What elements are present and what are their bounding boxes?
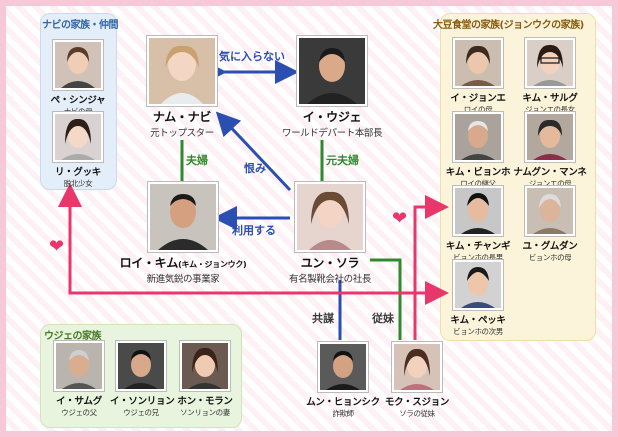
portrait-manne [525,112,575,162]
person-role: ビョンホの次男 [453,327,503,336]
relation-couple-label: 夫婦 [186,154,208,167]
portrait-shinja [53,40,103,90]
person-alias: (キム・ジョンウク) [178,260,247,269]
portrait-salgu [525,38,575,88]
person-role: 新進気鋭の事業家 [146,274,220,285]
portrait-changi [453,186,503,236]
person-sonryon[interactable]: イ・ソンリョン ウジェの兄 [110,341,175,418]
person-moran[interactable]: ホン・モラン ソンリョンの妻 [172,341,238,418]
person-role: ソンリョンの妻 [180,408,230,417]
relation-grudge-label: 恨み [244,162,266,175]
person-name: モク・スジョン [384,397,450,408]
person-name: イ・サムグ [56,396,102,407]
portrait-jonae [453,38,503,88]
portrait-sonryon [116,341,166,391]
person-salgu[interactable]: キム・サルグ ジョンエの長女 [515,38,585,115]
heart-icon: ❤ [392,208,408,229]
person-name: リ・グッキ [54,167,101,178]
person-role: ウジェの父 [61,408,97,417]
person-samgu[interactable]: イ・サムグ ウジェの父 [48,341,110,418]
portrait-pekki [453,260,503,310]
person-name: ユン・ソラ [300,256,360,270]
relation-dislike-label: 気に入らない [219,50,285,63]
romance-line-sujon-changi [413,195,449,340]
person-role: 脱北少女 [63,179,93,188]
person-name: イ・ウジェ [302,110,362,124]
person-nami[interactable]: ナム・ナビ 元トップスター [136,36,228,139]
person-name: キム・ビョンホ [445,167,511,178]
cousin-line [370,258,402,340]
person-role: ウジェの兄 [123,408,159,417]
person-shinja[interactable]: ペ・シンジャ ナビの母 [47,40,109,117]
portrait-nami [147,36,217,106]
person-name: イ・ジョンエ [450,93,506,104]
portrait-hyonsik [318,342,368,392]
portrait-ujie [297,36,367,106]
person-name: キム・ペッキ [450,315,506,326]
person-name: ホン・モラン [177,396,233,407]
person-role: ロイの母 [463,105,493,114]
person-manne[interactable]: ナムグン・マンネ ジョンエの母 [510,112,590,189]
ujie-group-title: ウジェの家族 [44,331,102,342]
person-gumdan[interactable]: ユ・グムダン ビョンホの母 [515,186,585,263]
person-role: ビョンホの母 [528,253,572,262]
person-name: イ・ソンリョン [110,396,175,407]
person-roi[interactable]: ロイ・キム(キム・ジョンウク) 新進気鋭の事業家 [118,182,248,285]
portrait-sujon [392,342,442,392]
portrait-samgu [54,341,104,391]
person-gukki[interactable]: リ・グッキ 脱北少女 [47,112,109,189]
person-name: キム・サルグ [522,93,578,104]
person-byonho[interactable]: キム・ビョンホ ロイの継父 [442,112,514,189]
relation-ex-couple-label: 元夫婦 [326,154,359,167]
person-role: ロイの継父 [460,179,496,188]
person-role: 有名製靴会社の社長 [289,274,371,285]
person-name: ロイ・キム(キム・ジョンウク) [119,256,247,270]
portrait-byonho [453,112,503,162]
person-ujie[interactable]: イ・ウジェ ワールドデパート本部長 [282,36,383,139]
portrait-gumdan [525,186,575,236]
person-changi[interactable]: キム・チャンギ ビョンホの長男 [442,186,514,263]
person-name: キム・チャンギ [445,241,511,252]
person-yun[interactable]: ユン・ソラ 有名製靴会社の社長 [278,182,382,285]
relation-conspiracy-label: 共謀 [312,312,334,325]
person-pekki[interactable]: キム・ペッキ ビョンホの次男 [442,260,514,337]
portrait-roi [148,182,218,252]
person-name: ムン・ヒョンシク [306,397,380,408]
relation-cousin-label: 従妹 [372,312,394,325]
grudge-arrow [215,111,292,192]
person-name: ナム・ナビ [152,110,212,124]
person-sujon[interactable]: モク・スジョン ソラの従妹 [380,342,454,419]
portrait-gukki [53,112,103,162]
person-jonae[interactable]: イ・ジョンエ ロイの母 [442,38,514,115]
person-role: 詐欺師 [332,409,354,418]
portrait-yun [295,182,365,252]
navi-group-title: ナビの家族・仲間 [42,20,119,31]
person-role: ジョンエの長女 [525,105,575,114]
person-role: 元トップスター [150,128,214,139]
person-name: ペ・シンジャ [50,95,106,106]
heart-icon: ❤ [49,236,65,257]
person-hyonsik[interactable]: ムン・ヒョンシク 詐欺師 [302,342,384,419]
romance-line-gukki-pekki [68,188,449,305]
person-role: ソラの従妹 [399,409,435,418]
person-name: ナムグン・マンネ [513,167,587,178]
person-role: ナビの母 [63,107,93,116]
person-role: ジョンエの母 [528,179,572,188]
person-role: ビョンホの長男 [453,253,503,262]
portrait-moran [180,341,230,391]
person-name: ユ・グムダン [522,241,578,252]
daizu-group-title: 大豆食堂の家族(ジョンウクの家族) [433,20,584,31]
relation-use-label: 利用する [232,224,276,237]
person-role: ワールドデパート本部長 [282,128,383,139]
